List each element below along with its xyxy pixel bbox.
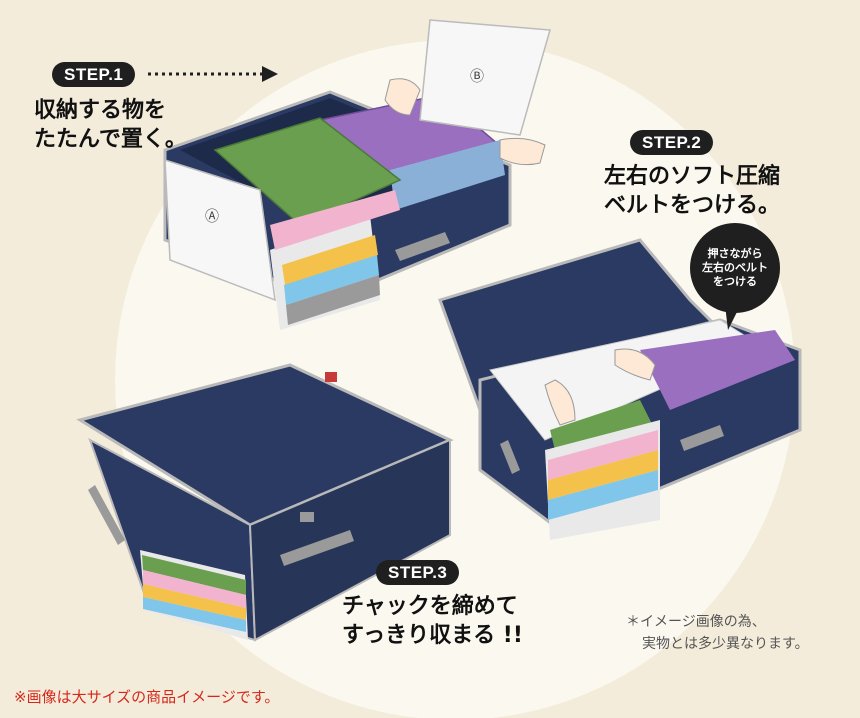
disclaimer-line2: 実物とは多少異なります。 [642,636,809,652]
step3-box-illustration [76,363,454,642]
step3-caption-line1: チャックを締めて [342,594,518,619]
bubble-line1: 押さながら [707,247,763,260]
step3-caption-line2: すっきり収まる !! [342,623,523,648]
step1-caption-line1: 収納する物を [34,98,167,123]
step2-caption-line1: 左右のソフト圧縮 [604,164,781,189]
step1-box-illustration [163,19,551,330]
disclaimer-line1: ＊イメージ画像の為、 [626,614,766,630]
step1-caption-line2: たたんで置く。 [34,127,187,152]
label-b: Ⓑ [470,69,484,85]
step1-badge: STEP.1 [52,62,136,87]
step1-arrow-head [262,66,278,82]
bubble-line3: をつける [713,275,757,288]
step2-caption-line2: ベルトをつける。 [604,193,781,218]
step2-badge: STEP.2 [630,130,714,155]
bubble-line2: 左右のベルト [702,261,768,274]
footer-note: ※画像は大サイズの商品イメージです。 [14,688,280,706]
step3-badge: STEP.3 [376,560,460,585]
label-a: Ⓐ [205,209,219,225]
step2-box-illustration [438,223,802,540]
speech-bubble [690,223,780,313]
